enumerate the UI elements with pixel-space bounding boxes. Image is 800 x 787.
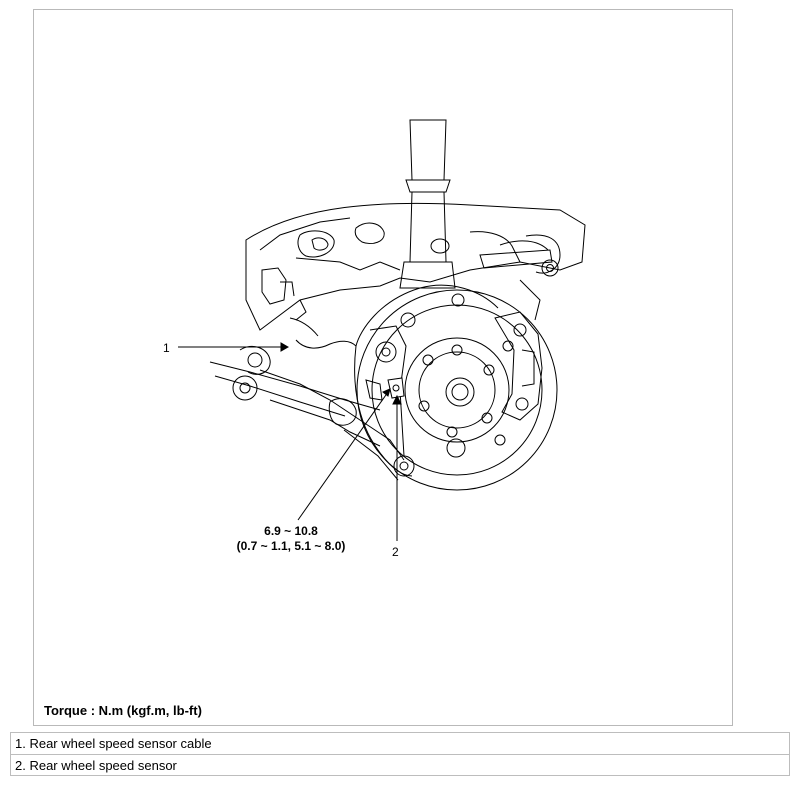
lateral-arm — [479, 240, 559, 321]
callout-2: 2 — [392, 545, 399, 559]
figure-frame — [33, 9, 733, 726]
lower-arm — [209, 345, 405, 481]
legend-item-2: 2. Rear wheel speed sensor — [11, 754, 789, 776]
torque-value-nm: 6.9 ~ 10.8 — [264, 524, 318, 538]
torque-unit-note: Torque : N.m (kgf.m, lb-ft) — [44, 703, 202, 718]
callout-1: 1 — [163, 341, 170, 355]
wheel-hub — [356, 289, 558, 491]
subframe — [245, 202, 586, 331]
legend-item-1: 1. Rear wheel speed sensor cable — [15, 736, 212, 751]
brake-caliper — [494, 311, 543, 421]
torque-spec: 6.9 ~ 10.8 (0.7 ~ 1.1, 5.1 ~ 8.0) — [226, 524, 356, 554]
torque-value-alt: (0.7 ~ 1.1, 5.1 ~ 8.0) — [236, 539, 346, 553]
wheel-speed-sensor — [387, 377, 405, 399]
parts-legend: 1. Rear wheel speed sensor cable 2. Rear… — [10, 732, 790, 776]
shock-absorber — [399, 119, 456, 289]
leader-lines — [178, 342, 402, 541]
